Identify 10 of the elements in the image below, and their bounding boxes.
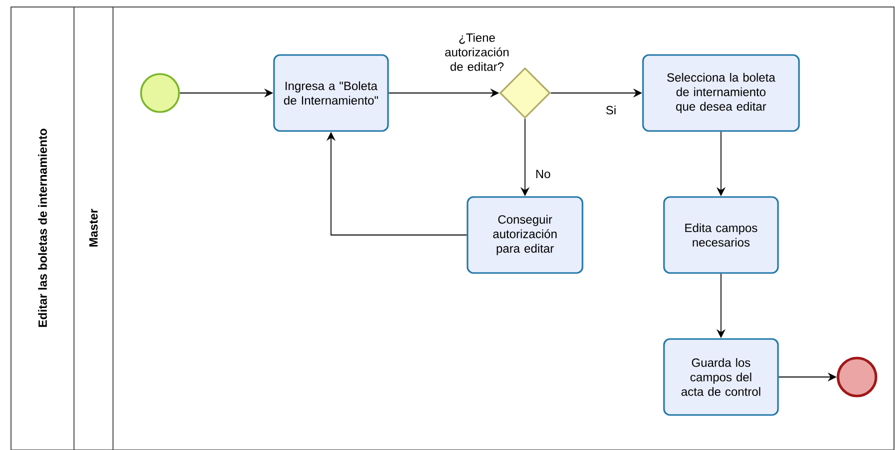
gateway-label: ¿Tiene autorización de editar? (445, 33, 509, 71)
start-event-circle (140, 73, 180, 113)
task-box: Conseguir autorización para editar (466, 196, 584, 274)
task-box: Selecciona la boleta de internamiento que desea editar (642, 54, 800, 132)
task-box: Guarda los campos del acta de control (663, 338, 779, 416)
task-box: Ingresa a "Boleta de Internamiento" (273, 54, 389, 132)
task-box: Edita campos necesarios (663, 196, 779, 274)
edge-label: No (534, 168, 552, 180)
edge-label: Si (604, 104, 618, 116)
end-event-circle (836, 356, 878, 398)
